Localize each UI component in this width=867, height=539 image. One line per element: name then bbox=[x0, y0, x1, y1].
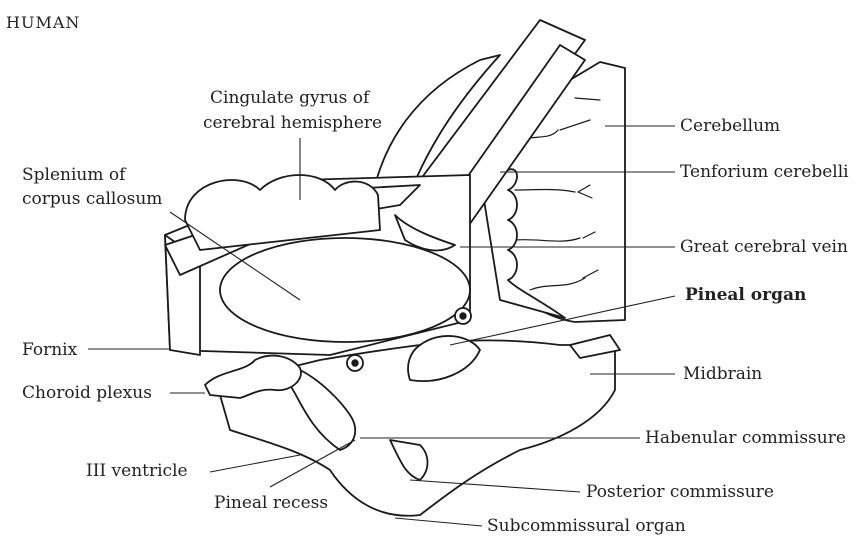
label-pineal-organ: Pineal organ bbox=[685, 285, 806, 305]
label-pineal-recess: Pineal recess bbox=[214, 493, 328, 513]
label-choroid-plexus: Choroid plexus bbox=[22, 383, 152, 403]
label-posterior: Posterior commissure bbox=[586, 482, 774, 502]
label-splenium-line1: Splenium of bbox=[22, 165, 127, 185]
figure-title: HUMAN bbox=[6, 13, 80, 32]
label-habenular: Habenular commissure bbox=[645, 428, 846, 448]
label-fornix: Fornix bbox=[22, 340, 78, 360]
label-cerebellum: Cerebellum bbox=[680, 116, 780, 136]
label-great-vein: Great cerebral vein bbox=[680, 237, 848, 257]
label-cingulate-line2: cerebral hemisphere bbox=[203, 113, 382, 133]
label-subcommissural: Subcommissural organ bbox=[487, 516, 686, 536]
label-tentorium: Tenforium cerebelli bbox=[680, 162, 849, 182]
splenium bbox=[220, 238, 470, 342]
label-cingulate-line1: Cingulate gyrus of bbox=[210, 88, 371, 108]
label-splenium-line2: corpus callosum bbox=[22, 189, 162, 209]
label-midbrain: Midbrain bbox=[683, 364, 762, 384]
label-iii-ventricle: III ventricle bbox=[86, 461, 188, 481]
